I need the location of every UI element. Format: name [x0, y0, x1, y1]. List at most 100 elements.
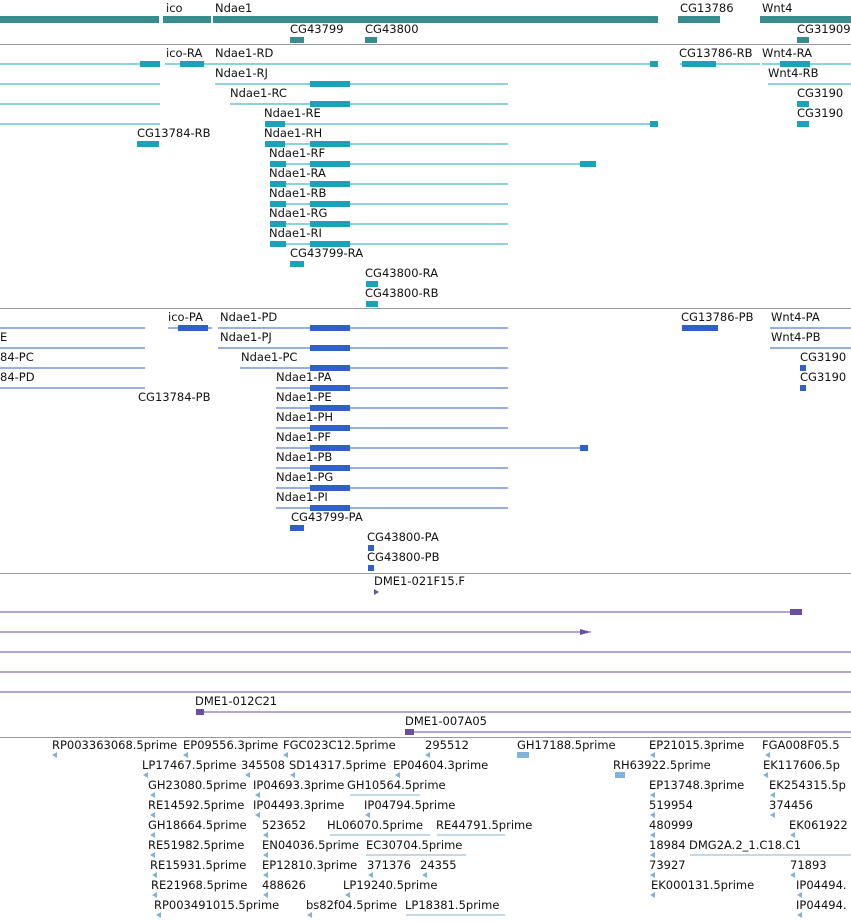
est-label[interactable]: RE14592.5prime — [148, 798, 244, 812]
transcript-label[interactable]: CG3190 — [797, 86, 843, 100]
est-label[interactable]: IP04494. — [796, 898, 847, 912]
transcript-label[interactable]: Ndae1-RD — [215, 46, 273, 60]
transcript-label[interactable]: Ndae1-RJ — [215, 66, 268, 80]
protein-label[interactable]: Ndae1-PB — [276, 450, 332, 464]
protein-label[interactable]: Wnt4-PB — [771, 330, 821, 344]
est-label[interactable]: FGA008F05.5 — [762, 738, 840, 752]
est-label[interactable]: 371376 — [367, 858, 411, 872]
est-label[interactable]: RE21968.5prime — [151, 878, 247, 892]
est-label[interactable]: RE44791.5prime — [436, 818, 532, 832]
protein-label[interactable]: CG43799-PA — [291, 510, 363, 524]
gene-bar[interactable] — [0, 16, 159, 23]
est-label[interactable]: IP04494. — [796, 878, 847, 892]
est-label[interactable]: EK254315.5p — [769, 778, 846, 792]
est-label[interactable]: EK117606.5p — [763, 758, 840, 772]
transcript-label[interactable]: Wnt4-RB — [768, 66, 819, 80]
est-label[interactable]: FGC023C12.5prime — [283, 738, 396, 752]
gene-bar[interactable] — [290, 37, 304, 43]
est-label[interactable]: 480999 — [649, 818, 693, 832]
transcript-label[interactable]: Ndae1-RB — [269, 186, 326, 200]
est-label[interactable]: IP04693.3prime — [253, 778, 344, 792]
est-label[interactable]: 523652 — [262, 818, 306, 832]
transcript-label[interactable]: CG43800-RA — [365, 266, 438, 280]
clone-label[interactable]: DME1-012C21 — [195, 694, 277, 708]
est-label[interactable]: 73927 — [649, 858, 686, 872]
est-label[interactable]: 488626 — [262, 878, 306, 892]
est-label[interactable]: EC30704.5prime — [366, 838, 462, 852]
protein-label[interactable]: Ndae1-PG — [276, 470, 333, 484]
transcript-label[interactable]: Ndae1-RC — [230, 86, 287, 100]
est-label[interactable]: EP04604.3prime — [393, 758, 488, 772]
protein-label[interactable]: Ndae1-PC — [241, 350, 297, 364]
est-label[interactable]: SD14317.5prime — [289, 758, 386, 772]
protein-label[interactable]: Ndae1-PJ — [220, 330, 272, 344]
est-label[interactable]: EN04036.5prime — [262, 838, 359, 852]
est-label[interactable]: 18984 — [649, 838, 686, 852]
est-label[interactable]: IP04493.3prime — [253, 798, 344, 812]
protein-label[interactable]: Ndae1-PH — [276, 410, 333, 424]
est-label[interactable]: LP17467.5prime — [142, 758, 236, 772]
protein-label[interactable]: Ndae1-PD — [220, 310, 277, 324]
protein-label[interactable]: CG13784-PB — [138, 390, 211, 404]
transcript-label[interactable]: Ndae1-RG — [269, 206, 327, 220]
protein-label[interactable]: CG3190 — [800, 350, 846, 364]
est-label[interactable]: 71893 — [790, 858, 827, 872]
est-label[interactable]: EK061922 — [789, 818, 848, 832]
est-label[interactable]: LP19240.5prime — [343, 878, 437, 892]
est-label[interactable]: EP21015.3prime — [649, 738, 744, 752]
protein-label[interactable]: CG43800-PA — [367, 530, 439, 544]
est-label[interactable]: RP003363068.5prime — [52, 738, 177, 752]
transcript-label[interactable]: Ndae1-RA — [269, 166, 326, 180]
protein-label[interactable]: 84-PC — [0, 350, 34, 364]
protein-label[interactable]: Ndae1-PI — [276, 490, 328, 504]
est-label[interactable]: DMG2A.2_1.C18.C1 — [689, 838, 801, 852]
est-label[interactable]: bs82f04.5prime — [306, 898, 397, 912]
gene-bar[interactable] — [213, 16, 658, 23]
transcript-label[interactable]: CG43799-RA — [290, 246, 363, 260]
gene-bar[interactable] — [760, 16, 851, 23]
est-label[interactable]: 295512 — [425, 738, 469, 752]
protein-label[interactable]: ico-PA — [168, 310, 203, 324]
est-label[interactable]: EK000131.5prime — [651, 878, 754, 892]
est-label[interactable]: EP09556.3prime — [183, 738, 278, 752]
transcript-label[interactable]: CG13784-RB — [137, 126, 211, 140]
est-label[interactable]: 24355 — [420, 858, 457, 872]
transcript-label[interactable]: Ndae1-RF — [269, 146, 325, 160]
est-label[interactable]: LP18381.5prime — [405, 898, 499, 912]
transcript-label[interactable]: CG3190 — [797, 106, 843, 120]
est-label[interactable]: RE51982.5prime — [148, 838, 244, 852]
clone-label[interactable]: DME1-007A05 — [405, 714, 487, 728]
est-label[interactable]: 374456 — [769, 798, 813, 812]
protein-label[interactable]: E — [0, 330, 7, 344]
transcript-label[interactable]: CG13786-RB — [679, 46, 753, 60]
protein-label[interactable]: Ndae1-PF — [276, 430, 331, 444]
est-label[interactable]: HL06070.5prime — [327, 818, 423, 832]
est-label[interactable]: EP13748.3prime — [649, 778, 744, 792]
est-label[interactable]: RE15931.5prime — [150, 858, 246, 872]
est-label[interactable]: 345508 — [241, 758, 285, 772]
clone-label[interactable]: DME1-021F15.F — [374, 574, 465, 588]
est-label[interactable]: GH17188.5prime — [517, 738, 616, 752]
protein-label[interactable]: Wnt4-PA — [771, 310, 820, 324]
transcript-label[interactable]: Wnt4-RA — [762, 46, 812, 60]
est-label[interactable]: RP003491015.5prime — [154, 898, 279, 912]
transcript-label[interactable]: Ndae1-RE — [264, 106, 321, 120]
gene-bar[interactable] — [678, 16, 720, 23]
transcript-label[interactable]: ico-RA — [166, 46, 202, 60]
protein-label[interactable]: Ndae1-PE — [276, 390, 332, 404]
transcript-label[interactable]: CG43800-RB — [365, 286, 439, 300]
est-label[interactable]: RH63922.5prime — [613, 758, 711, 772]
transcript-label[interactable]: Ndae1-RI — [269, 226, 322, 240]
protein-label[interactable]: Ndae1-PA — [276, 370, 332, 384]
protein-label[interactable]: CG3190 — [800, 370, 846, 384]
protein-label[interactable]: CG43800-PB — [367, 550, 440, 564]
est-label[interactable]: GH23080.5prime — [148, 778, 247, 792]
est-label[interactable]: IP04794.5prime — [364, 798, 455, 812]
est-label[interactable]: EP12810.3prime — [262, 858, 357, 872]
protein-label[interactable]: 84-PD — [0, 370, 35, 384]
est-label[interactable]: GH18664.5prime — [148, 818, 247, 832]
transcript-label[interactable]: Ndae1-RH — [264, 126, 322, 140]
gene-bar[interactable] — [797, 37, 809, 43]
gene-bar[interactable] — [163, 16, 211, 23]
protein-label[interactable]: CG13786-PB — [681, 310, 754, 324]
